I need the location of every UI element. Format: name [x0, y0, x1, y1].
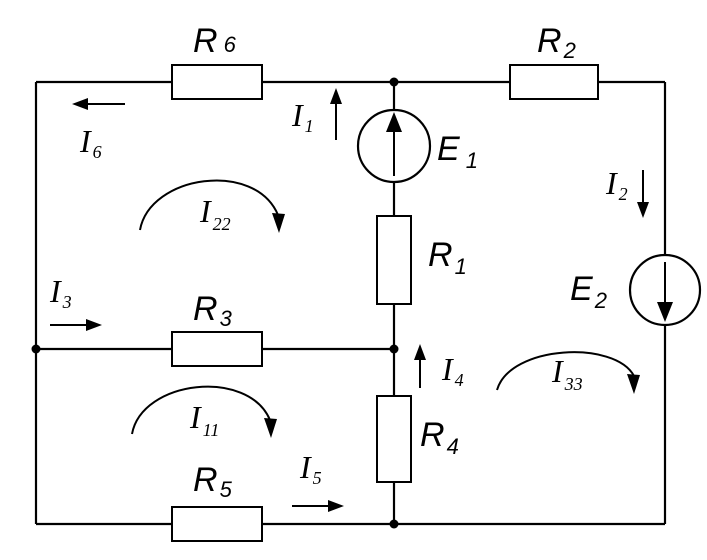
resistor-r1 [376, 215, 412, 305]
junction-left-mid [31, 344, 41, 354]
junction-top [389, 77, 399, 87]
resistor-r2 [509, 64, 599, 100]
loop-arrows [131, 179, 640, 438]
label-r5: R5 [193, 461, 233, 502]
current-arrows [50, 88, 649, 512]
label-r4: R4 [420, 416, 459, 459]
source-e1 [356, 108, 432, 184]
loop-arrow-i11 [131, 385, 277, 438]
label-e2: E2 [570, 270, 607, 313]
junction-center [389, 344, 399, 354]
arrow-i3 [50, 319, 102, 331]
label-r1: R1 [428, 236, 467, 279]
arrow-i4 [414, 344, 426, 388]
arrow-i2 [637, 170, 649, 218]
resistor-r5 [171, 506, 263, 542]
loop-arrow-i22 [139, 179, 285, 233]
loop-arrow-i33 [496, 351, 640, 394]
resistor-r3 [171, 331, 263, 367]
arrow-i5 [292, 500, 344, 512]
arrow-i1 [330, 88, 342, 140]
arrow-i6 [72, 98, 125, 110]
source-e2 [628, 253, 702, 327]
resistors [171, 64, 599, 542]
label-r2: R2 [537, 22, 576, 63]
junction-bottom [389, 519, 399, 529]
junction-dots [31, 77, 399, 529]
label-r3: R3 [193, 290, 233, 331]
resistor-r6 [171, 64, 263, 100]
resistor-r4 [376, 395, 412, 483]
